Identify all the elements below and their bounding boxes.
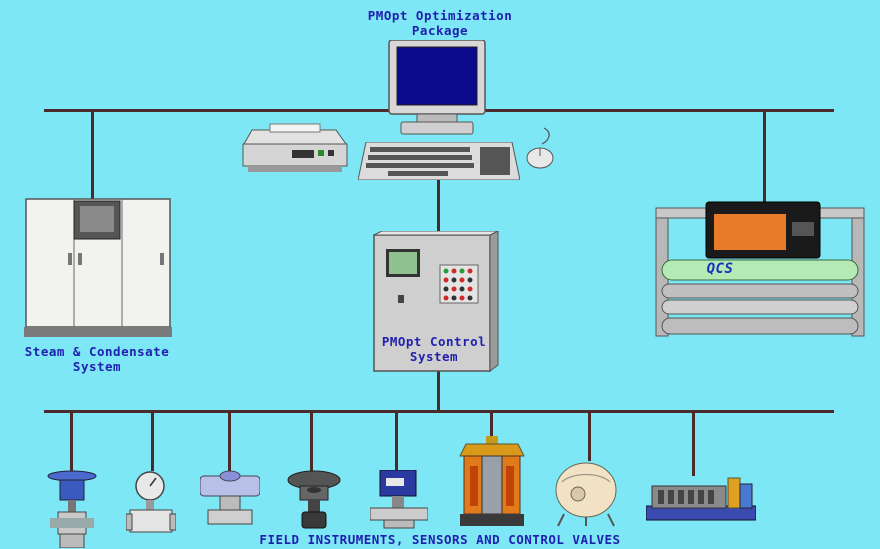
tank-vessel-icon <box>555 462 617 527</box>
field-drop-line <box>310 411 313 471</box>
title-line-2: Package <box>411 23 469 38</box>
field-drop-line <box>490 411 493 441</box>
control-valve-icon <box>47 470 97 548</box>
field-drop-line <box>70 411 73 471</box>
flow-meter-icon <box>200 470 260 525</box>
monitor-icon <box>388 40 486 135</box>
steam-cabinet-icon <box>24 198 172 337</box>
keyboard-icon <box>358 142 520 180</box>
steam-label: Steam & Condensate System <box>2 344 192 374</box>
steam-label-line-1: Steam & Condensate <box>24 344 170 359</box>
footer-label: FIELD INSTRUMENTS, SENSORS AND CONTROL V… <box>259 532 621 547</box>
mouse-icon <box>526 127 554 169</box>
control-label-line-1: PMOpt Control <box>381 334 487 349</box>
field-drop-line <box>151 411 154 471</box>
bottom-network-bus <box>44 410 834 413</box>
control-connection-bottom-line <box>437 370 440 411</box>
steam-label-line-2: System <box>72 359 122 374</box>
steam-connection-line <box>91 110 94 200</box>
printer-icon <box>242 123 348 172</box>
control-connection-top-line <box>437 178 440 232</box>
transmitter-icon <box>370 470 428 529</box>
control-label-line-2: System <box>409 349 459 364</box>
field-drop-line <box>588 411 591 461</box>
title-line-1: PMOpt Optimization <box>367 8 513 23</box>
actuator-valve-icon <box>287 470 341 529</box>
field-drop-line <box>692 411 695 476</box>
field-drop-line <box>395 411 398 471</box>
conveyor-machine-icon <box>646 477 756 521</box>
qcs-scanner-icon <box>655 201 865 337</box>
qcs-connection-line <box>763 110 766 205</box>
title-label: PMOpt Optimization Package <box>330 8 550 38</box>
pressure-gauge-icon <box>126 471 176 533</box>
refiner-icon <box>459 436 525 526</box>
control-cabinet-icon <box>373 231 499 372</box>
qcs-badge: QCS <box>706 261 734 277</box>
field-drop-line <box>228 411 231 471</box>
control-label: PMOpt Control System <box>366 334 502 364</box>
